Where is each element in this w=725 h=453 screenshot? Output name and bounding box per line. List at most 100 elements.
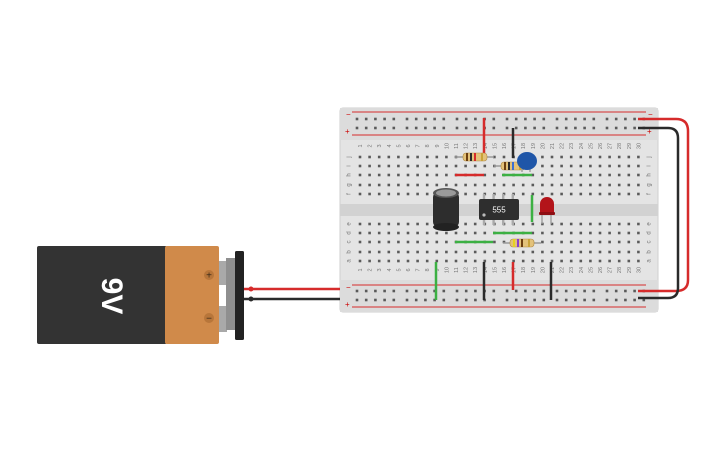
rail-hole[interactable] bbox=[633, 126, 636, 130]
breadboard-hole[interactable] bbox=[617, 183, 621, 187]
breadboard-hole[interactable] bbox=[627, 259, 631, 263]
breadboard-hole[interactable] bbox=[598, 259, 602, 263]
rail-hole[interactable] bbox=[574, 298, 577, 302]
breadboard-hole[interactable] bbox=[358, 222, 362, 226]
breadboard-hole[interactable] bbox=[531, 222, 535, 226]
breadboard-hole[interactable] bbox=[550, 250, 554, 254]
rail-hole[interactable] bbox=[392, 298, 396, 302]
breadboard-hole[interactable] bbox=[589, 240, 592, 244]
breadboard-hole[interactable] bbox=[617, 155, 621, 159]
breadboard-hole[interactable] bbox=[473, 222, 477, 226]
breadboard-hole[interactable] bbox=[358, 250, 362, 254]
rail-hole[interactable] bbox=[424, 117, 427, 121]
breadboard-hole[interactable] bbox=[560, 192, 563, 196]
rail-hole[interactable] bbox=[433, 289, 436, 293]
breadboard-hole[interactable] bbox=[598, 250, 602, 254]
breadboard-hole[interactable] bbox=[454, 183, 458, 187]
rail-hole[interactable] bbox=[555, 289, 559, 293]
rail-hole[interactable] bbox=[583, 289, 586, 293]
breadboard-hole[interactable] bbox=[387, 240, 391, 244]
breadboard-hole[interactable] bbox=[406, 259, 410, 263]
rail-hole[interactable] bbox=[464, 126, 468, 130]
breadboard-hole[interactable] bbox=[368, 192, 371, 196]
rail-hole[interactable] bbox=[405, 289, 409, 293]
breadboard-hole[interactable] bbox=[598, 173, 602, 177]
breadboard-hole[interactable] bbox=[406, 231, 410, 235]
breadboard-hole[interactable] bbox=[502, 250, 506, 254]
breadboard-hole[interactable] bbox=[550, 173, 554, 177]
breadboard-hole[interactable] bbox=[617, 231, 621, 235]
rail-hole[interactable] bbox=[383, 298, 386, 302]
breadboard-hole[interactable] bbox=[541, 231, 544, 235]
ceramic-capacitor[interactable] bbox=[517, 152, 537, 172]
breadboard-hole[interactable] bbox=[617, 192, 621, 196]
breadboard-hole[interactable] bbox=[608, 222, 611, 226]
breadboard-hole[interactable] bbox=[541, 259, 544, 263]
breadboard-hole[interactable] bbox=[377, 259, 381, 263]
rail-hole[interactable] bbox=[583, 117, 586, 121]
breadboard-hole[interactable] bbox=[502, 155, 506, 159]
breadboard-hole[interactable] bbox=[637, 222, 640, 226]
breadboard-hole[interactable] bbox=[541, 250, 544, 254]
breadboard-hole[interactable] bbox=[358, 231, 362, 235]
breadboard-hole[interactable] bbox=[637, 240, 640, 244]
breadboard-hole[interactable] bbox=[569, 222, 573, 226]
breadboard-hole[interactable] bbox=[397, 183, 400, 187]
breadboard-hole[interactable] bbox=[598, 155, 602, 159]
breadboard-hole[interactable] bbox=[445, 259, 448, 263]
timer-ic-555[interactable]: 555 bbox=[479, 194, 519, 225]
breadboard-hole[interactable] bbox=[521, 183, 525, 187]
breadboard-hole[interactable] bbox=[569, 250, 573, 254]
breadboard-hole[interactable] bbox=[397, 222, 400, 226]
breadboard-hole[interactable] bbox=[569, 231, 573, 235]
rail-hole[interactable] bbox=[383, 289, 386, 293]
rail-hole[interactable] bbox=[392, 126, 396, 130]
breadboard-hole[interactable] bbox=[493, 259, 496, 263]
breadboard-hole[interactable] bbox=[445, 164, 448, 168]
rail-hole[interactable] bbox=[574, 126, 577, 130]
breadboard-hole[interactable] bbox=[406, 240, 410, 244]
resistor-3[interactable] bbox=[503, 238, 541, 248]
breadboard-hole[interactable] bbox=[377, 155, 381, 159]
breadboard-hole[interactable] bbox=[502, 240, 506, 244]
rail-hole[interactable] bbox=[405, 126, 409, 130]
breadboard-hole[interactable] bbox=[368, 173, 371, 177]
breadboard-hole[interactable] bbox=[637, 173, 640, 177]
breadboard-hole[interactable] bbox=[617, 173, 621, 177]
rail-hole[interactable] bbox=[574, 289, 577, 293]
breadboard-hole[interactable] bbox=[637, 164, 640, 168]
breadboard-hole[interactable] bbox=[368, 231, 371, 235]
breadboard-hole[interactable] bbox=[358, 192, 362, 196]
breadboard-hole[interactable] bbox=[377, 250, 381, 254]
rail-hole[interactable] bbox=[364, 298, 368, 302]
breadboard-hole[interactable] bbox=[435, 231, 439, 235]
rail-hole[interactable] bbox=[433, 298, 436, 302]
rail-hole[interactable] bbox=[442, 117, 446, 121]
breadboard-hole[interactable] bbox=[521, 192, 525, 196]
rail-hole[interactable] bbox=[514, 117, 518, 121]
breadboard-hole[interactable] bbox=[579, 259, 583, 263]
rail-hole[interactable] bbox=[533, 126, 536, 130]
breadboard-hole[interactable] bbox=[608, 231, 611, 235]
rail-hole[interactable] bbox=[624, 117, 627, 121]
breadboard-hole[interactable] bbox=[627, 192, 631, 196]
rail-hole[interactable] bbox=[374, 298, 377, 302]
breadboard-hole[interactable] bbox=[425, 173, 429, 177]
breadboard-hole[interactable] bbox=[531, 259, 535, 263]
breadboard-hole[interactable] bbox=[617, 259, 621, 263]
breadboard-hole[interactable] bbox=[550, 164, 554, 168]
rail-hole[interactable] bbox=[374, 117, 377, 121]
breadboard-hole[interactable] bbox=[608, 259, 611, 263]
rail-hole[interactable] bbox=[414, 117, 418, 121]
rail-hole[interactable] bbox=[455, 117, 459, 121]
rail-hole[interactable] bbox=[614, 126, 618, 130]
breadboard-hole[interactable] bbox=[512, 183, 515, 187]
breadboard-hole[interactable] bbox=[454, 250, 458, 254]
breadboard-hole[interactable] bbox=[445, 231, 448, 235]
rail-hole[interactable] bbox=[464, 289, 468, 293]
red-led[interactable] bbox=[539, 197, 555, 224]
rail-hole[interactable] bbox=[555, 126, 559, 130]
breadboard-hole[interactable] bbox=[579, 231, 583, 235]
breadboard-hole[interactable] bbox=[416, 173, 419, 177]
